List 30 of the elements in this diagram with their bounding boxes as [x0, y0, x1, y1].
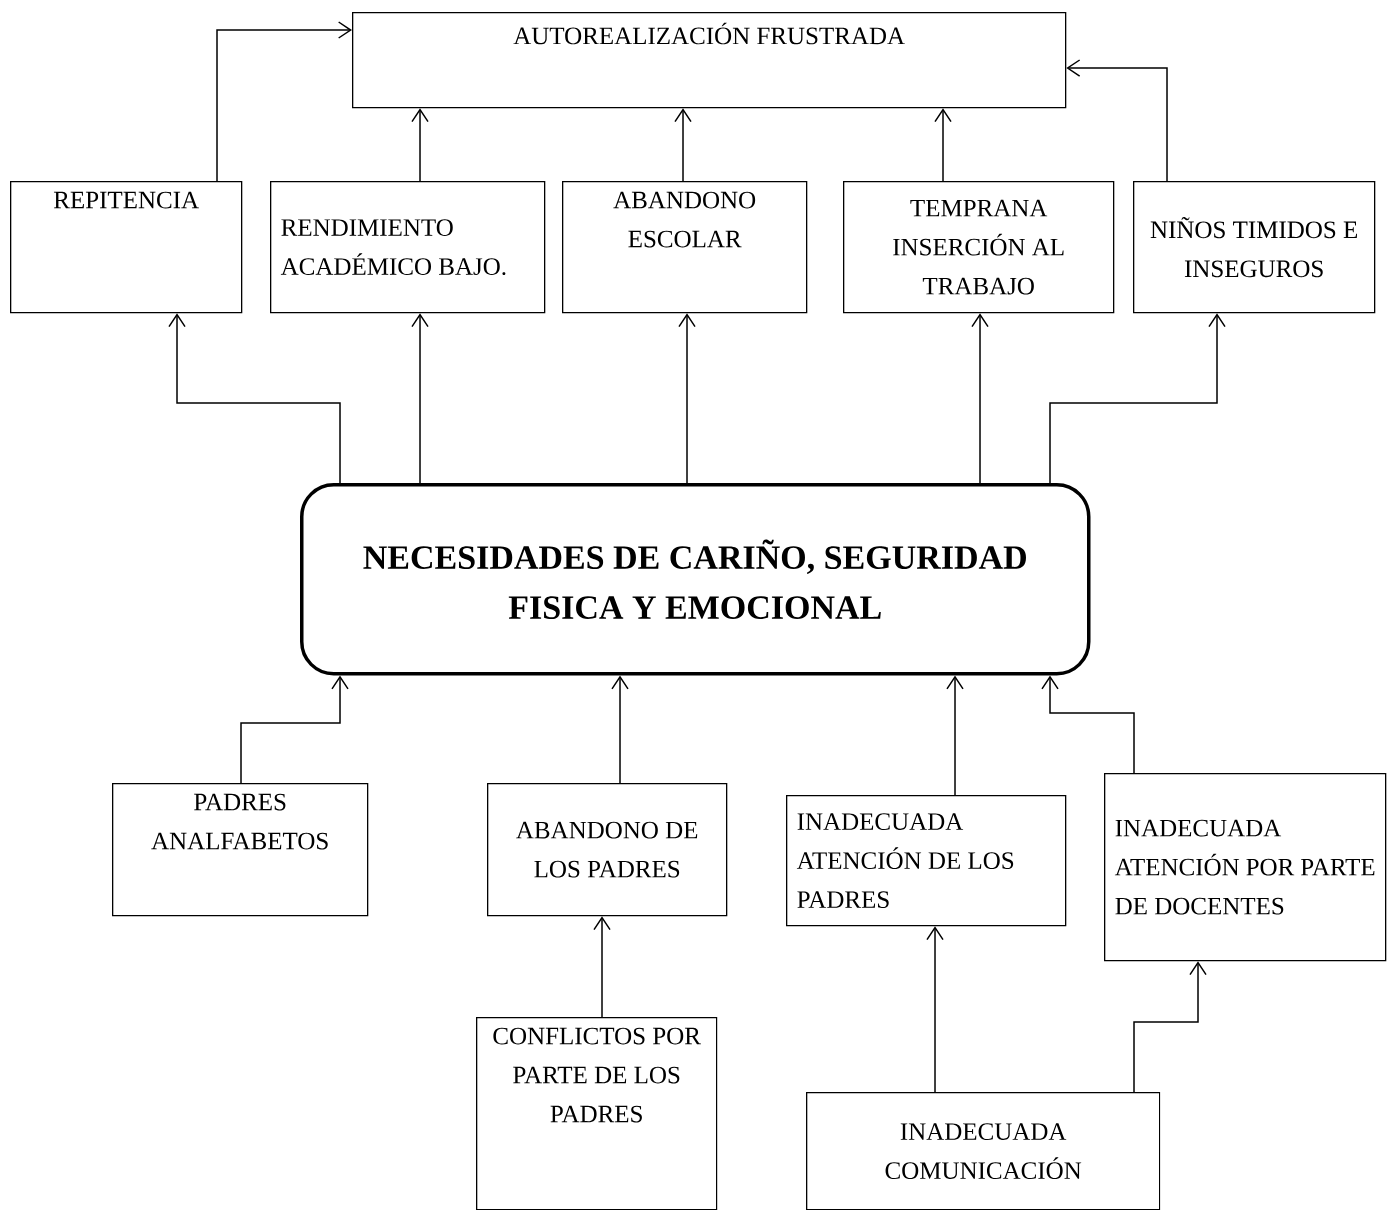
- text-box: PADRES ANALFABETOS: [112, 783, 369, 917]
- arrow: [593, 916, 611, 1018]
- text-box: ABANDONO ESCOLAR: [562, 181, 808, 314]
- text-box: RENDIMIENTO ACADÉMICO BAJO.: [270, 181, 546, 314]
- arrow: [168, 313, 341, 484]
- arrow: [926, 926, 944, 1093]
- arrow: [1049, 313, 1226, 484]
- arrow: [216, 21, 352, 182]
- arrow: [240, 675, 349, 784]
- arrow: [1066, 59, 1168, 182]
- text-box: AUTOREALIZACIÓN FRUSTRADA: [352, 12, 1067, 109]
- arrow: [611, 675, 629, 784]
- arrow: [674, 108, 692, 182]
- arrow: [1133, 961, 1207, 1093]
- text-box: NIÑOS TIMIDOS E INSEGUROS: [1133, 181, 1376, 314]
- arrow: [1041, 675, 1135, 774]
- central-box: NECESIDADES DE CARIÑO, SEGURIDAD FISICA Y EMOCIONAL: [300, 483, 1091, 676]
- text-box: INADECUADA ATENCIÓN POR PARTE DE DOCENTES: [1104, 773, 1387, 962]
- text-box: ABANDONO DE LOS PADRES: [487, 783, 728, 917]
- arrow: [946, 675, 964, 796]
- text-box: CONFLICTOS POR PARTE DE LOS PADRES: [476, 1017, 718, 1210]
- arrow: [934, 108, 952, 182]
- text-box: INADECUADA COMUNICACIÓN: [806, 1092, 1161, 1210]
- arrow: [971, 313, 989, 484]
- arrow: [678, 313, 696, 484]
- text-box: TEMPRANA INSERCIÓN AL TRABAJO: [843, 181, 1115, 314]
- arrow: [411, 313, 429, 484]
- arrow: [411, 108, 429, 182]
- text-box: REPITENCIA: [10, 181, 243, 314]
- text-box: INADECUADA ATENCIÓN DE LOS PADRES: [786, 795, 1067, 927]
